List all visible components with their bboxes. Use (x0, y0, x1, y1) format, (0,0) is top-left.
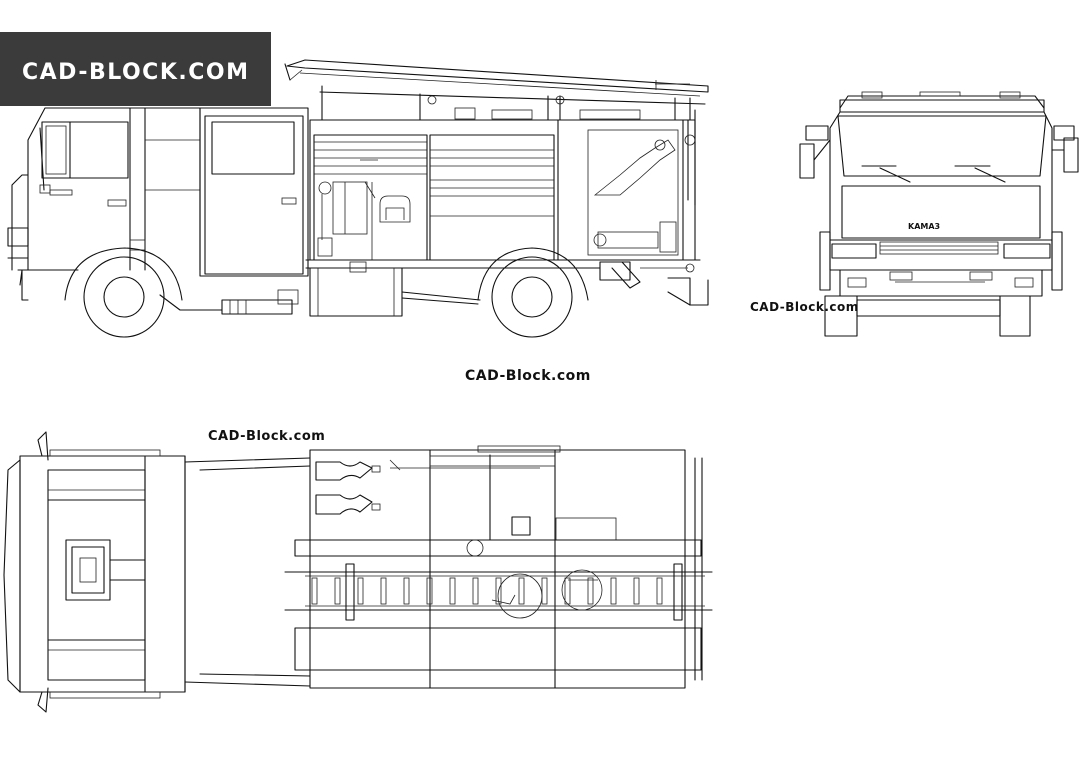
ladder-rung (564, 577, 571, 605)
ladder-rung (518, 577, 525, 605)
ladder-rung (449, 577, 456, 605)
rear-wheel (477, 247, 589, 338)
top-view-drawing (3, 431, 713, 713)
crew-cab (199, 107, 309, 277)
ladder-rung (380, 577, 387, 605)
top-ladder (284, 539, 713, 671)
ladder-rung (633, 577, 640, 605)
ladder-rung (541, 577, 548, 605)
ladder-rung (656, 577, 663, 605)
front-view-watermark: CAD-Block.com (750, 300, 859, 314)
front-wheel (64, 247, 183, 338)
ladder-rung (403, 577, 410, 605)
pump-body (305, 109, 701, 269)
roof-rails (319, 85, 706, 121)
undercarriage (159, 261, 709, 317)
ladder-rung (587, 577, 594, 605)
ladder-rung (357, 577, 364, 605)
top-view-watermark: CAD-Block.com (208, 429, 325, 444)
ladder-rung (311, 577, 318, 605)
ladder-rung (426, 577, 433, 605)
ladder-rung (334, 577, 341, 605)
front-view-drawing: KAMA3 (799, 91, 1079, 337)
logo-background (0, 32, 271, 106)
logo-text: CAD-BLOCK.COM (22, 60, 249, 85)
ladder-rung (610, 577, 617, 605)
side-view-drawing (7, 59, 709, 338)
ladder-rungs (311, 577, 663, 605)
ladder-rung (495, 577, 502, 605)
grille-badge: KAMA3 (908, 222, 940, 231)
roof-ladder (284, 59, 709, 97)
side-view-watermark: CAD-Block.com (465, 368, 591, 384)
cad-block-logo: CAD-BLOCK.COM (0, 32, 271, 106)
ladder-rung (472, 577, 479, 605)
hose-nozzles (315, 461, 381, 515)
cab (7, 107, 201, 301)
